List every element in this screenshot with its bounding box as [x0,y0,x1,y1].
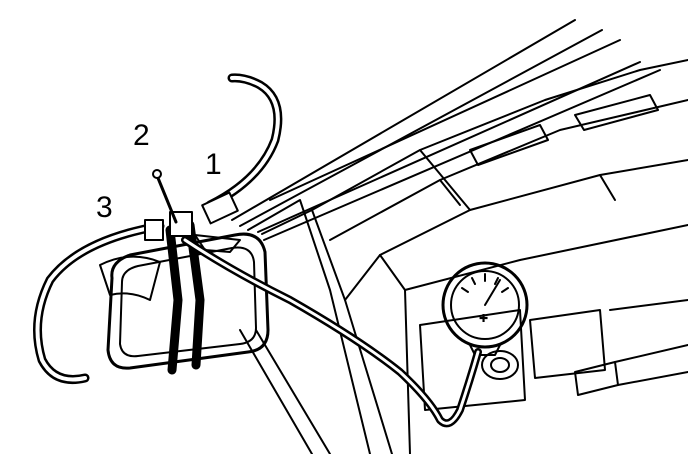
hose-top-inner [208,75,280,207]
gauge-face-symbol: ✚ [479,312,488,325]
callout-2: 2 [133,119,150,152]
mirror [99,232,270,370]
hose-left-inner [35,224,162,382]
dashboard [311,59,688,454]
callout-1: 1 [205,148,222,181]
hose-top [205,73,283,210]
tee-fitting [144,191,239,241]
hose-to-gauge-inner [183,238,480,425]
windshield-frame [231,19,661,241]
valve-stem [152,169,178,224]
a-pillar [239,199,393,454]
callout-3: 3 [96,191,113,224]
gauge [441,261,529,356]
